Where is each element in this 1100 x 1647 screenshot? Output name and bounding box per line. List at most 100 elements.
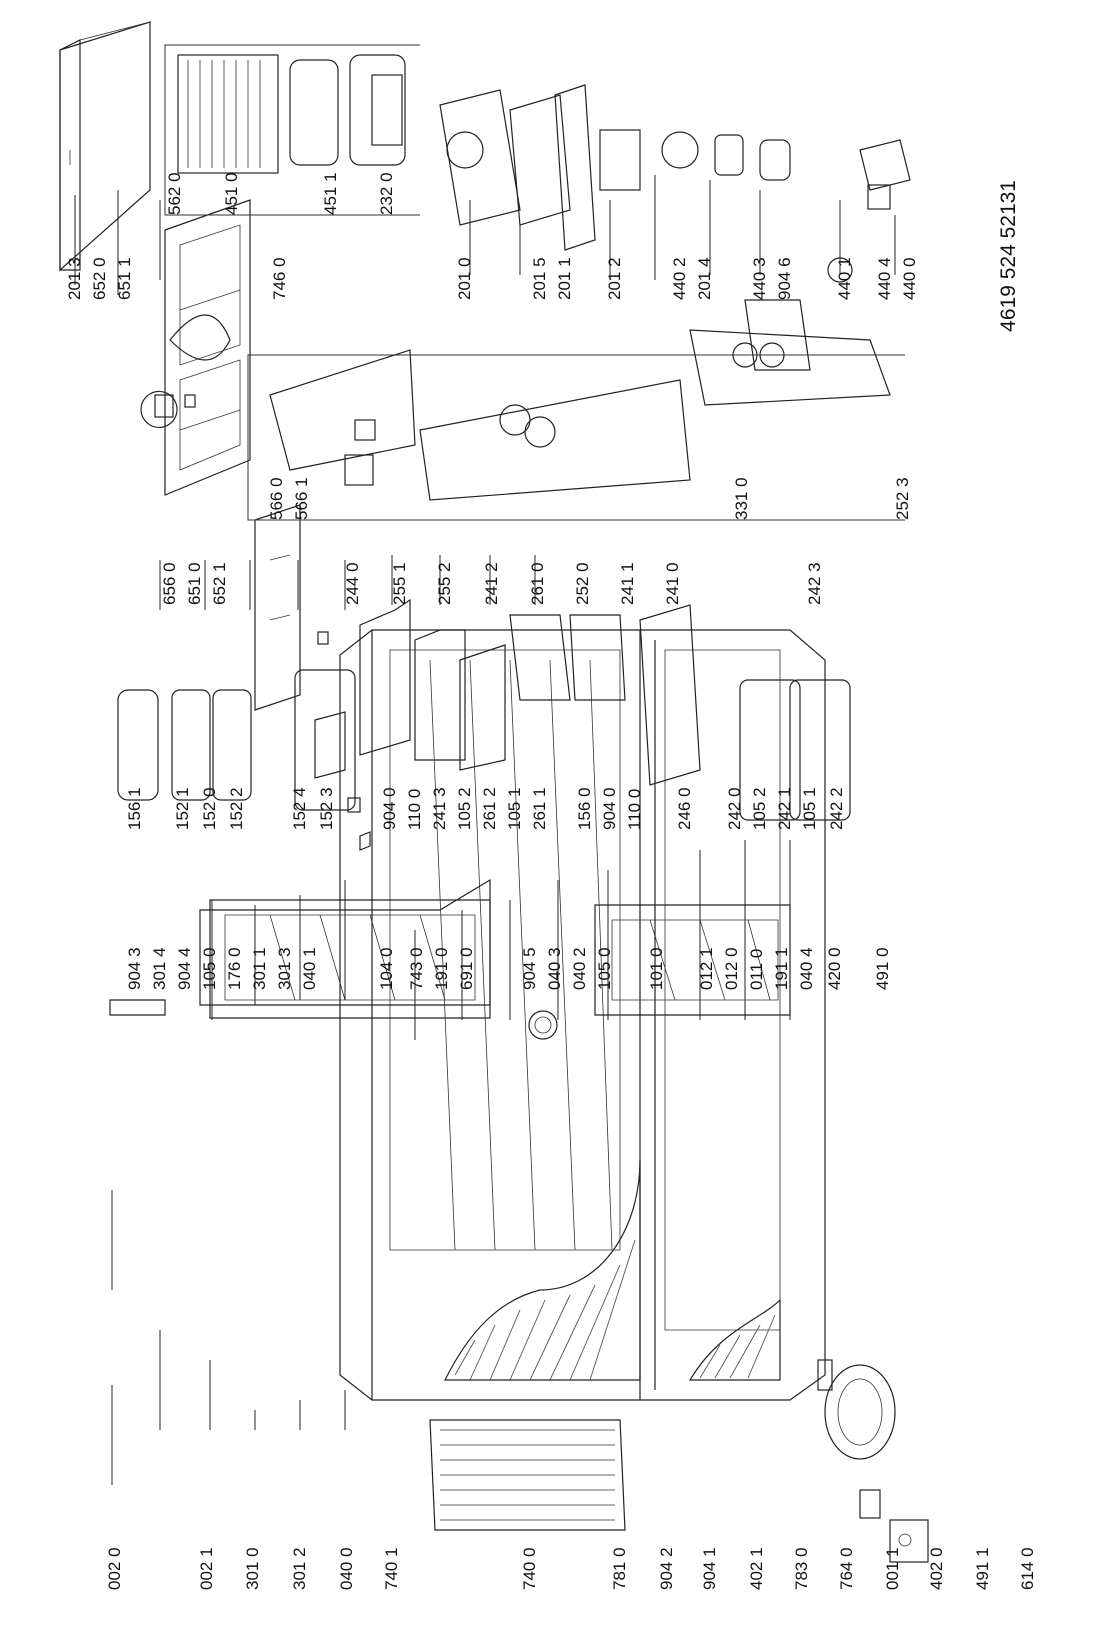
label-156-0: 156 0 [575,787,594,830]
label-232-0: 232 0 [377,172,396,215]
fan-and-housing-drawing [439,84,911,283]
top-cover-drawing [59,21,151,272]
label-176-0: 176 0 [225,947,244,990]
document-code-group: 4619 524 52131 [997,180,1020,332]
cabinet-body-drawing [339,629,826,1401]
label-242-0: 242 0 [725,787,744,830]
label-331-0: 331 0 [732,477,751,520]
mid-labels: 156 1 152 1 152 0 152 2 152 4 152 3 904 … [125,787,846,830]
label-242-3: 242 3 [805,562,824,605]
left-labels: 002 0 002 1 301 0 301 2 040 0 740 1 740 … [105,1547,1037,1590]
door-labels: 904 3 301 4 904 4 105 0 176 0 301 1 301 … [125,947,892,990]
condenser-drawing [429,1419,626,1531]
label-105-0: 105 0 [200,947,219,990]
label-241-2: 241 2 [482,562,501,605]
label-201-4: 201 4 [695,257,714,300]
label-105-2: 105 2 [455,787,474,830]
label-152-4: 152 4 [290,787,309,830]
label-764-0: 764 0 [837,1547,856,1590]
lamp-parts-drawing [140,314,231,429]
label-002-0: 002 0 [105,1547,124,1590]
label-001-1: 001 1 [883,1547,902,1590]
label-651-0: 651 0 [185,562,204,605]
label-252-3: 252 3 [893,477,912,520]
label-904-0b: 904 0 [600,787,619,830]
label-904-0: 904 0 [380,787,399,830]
label-904-1: 904 1 [700,1547,719,1590]
label-105-0b: 105 0 [595,947,614,990]
label-105-1b: 105 1 [800,787,819,830]
label-191-1: 191 1 [772,947,791,990]
label-301-0: 301 0 [243,1547,262,1590]
label-201-1: 201 1 [555,257,574,300]
label-781-0: 781 0 [610,1547,629,1590]
label-040-4: 040 4 [797,947,816,990]
label-110-0b: 110 0 [625,789,644,830]
label-040-0: 040 0 [337,1547,356,1590]
label-566-0: 566 0 [267,477,286,520]
small-parts-top [314,631,371,851]
top-labels: 656 0 651 0 652 1 201 3 652 0 651 1 746 … [65,257,912,605]
label-261-1: 261 1 [530,787,549,830]
label-746-0: 746 0 [270,257,289,300]
label-743-0: 743 0 [407,947,426,990]
label-244-0: 244 0 [343,562,362,605]
door-bins-drawing [109,669,851,1016]
label-255-1: 255 1 [390,562,409,605]
control-module-frame [247,329,905,521]
label-451-1: 451 1 [321,172,340,215]
label-614-0: 614 0 [1018,1547,1037,1590]
label-451-0: 451 0 [222,172,241,215]
glass-shelves-drawing [359,299,811,786]
label-740-0: 740 0 [520,1547,539,1590]
label-105-1: 105 1 [505,787,524,830]
shelf-labels: 244 0 255 1 255 2 241 2 261 0 252 0 241 … [343,562,824,605]
label-566-1: 566 1 [292,477,311,520]
label-440-3: 440 3 [750,257,769,300]
label-402-0: 402 0 [927,1547,946,1590]
label-420-0: 420 0 [825,947,844,990]
label-402-1: 402 1 [747,1547,766,1590]
label-246-0: 246 0 [675,787,694,830]
label-440-0: 440 0 [900,257,919,300]
label-201-2: 201 2 [605,257,624,300]
cutaway-hatching [444,1159,781,1381]
label-301-3: 301 3 [275,947,294,990]
label-904-2: 904 2 [657,1547,676,1590]
label-156-1: 156 1 [125,787,144,830]
label-652-1: 652 1 [210,562,229,605]
label-040-1: 040 1 [300,947,319,990]
relay-drawing [859,1489,929,1563]
label-904-5: 904 5 [520,947,539,990]
label-261-2: 261 2 [480,787,499,830]
evaporator-assembly-frame [164,44,420,216]
leader-lines [74,175,896,1485]
label-904-6: 904 6 [775,257,794,300]
label-002-1: 002 1 [197,1547,216,1590]
label-440-4: 440 4 [875,257,894,300]
label-652-0: 652 0 [90,257,109,300]
label-651-1: 651 1 [115,257,134,300]
label-440-2: 440 2 [670,257,689,300]
label-740-1: 740 1 [382,1547,401,1590]
label-191-0: 191 0 [432,947,451,990]
label-011-0: 011 0 [747,949,766,990]
label-252-0: 252 0 [573,562,592,605]
label-491-0: 491 0 [873,947,892,990]
label-012-0: 012 0 [722,947,741,990]
label-241-0: 241 0 [663,562,682,605]
compressor-drawing [817,1359,896,1460]
label-152-3: 152 3 [317,787,336,830]
label-040-2: 040 2 [570,947,589,990]
label-241-3: 241 3 [430,787,449,830]
label-261-0: 261 0 [528,562,547,605]
label-656-0: 656 0 [160,562,179,605]
label-101-0: 101 0 [647,947,666,990]
label-152-2: 152 2 [227,787,246,830]
label-152-1: 152 1 [173,787,192,830]
label-301-4: 301 4 [150,947,169,990]
label-201-5: 201 5 [530,257,549,300]
label-201-0: 201 0 [455,257,474,300]
